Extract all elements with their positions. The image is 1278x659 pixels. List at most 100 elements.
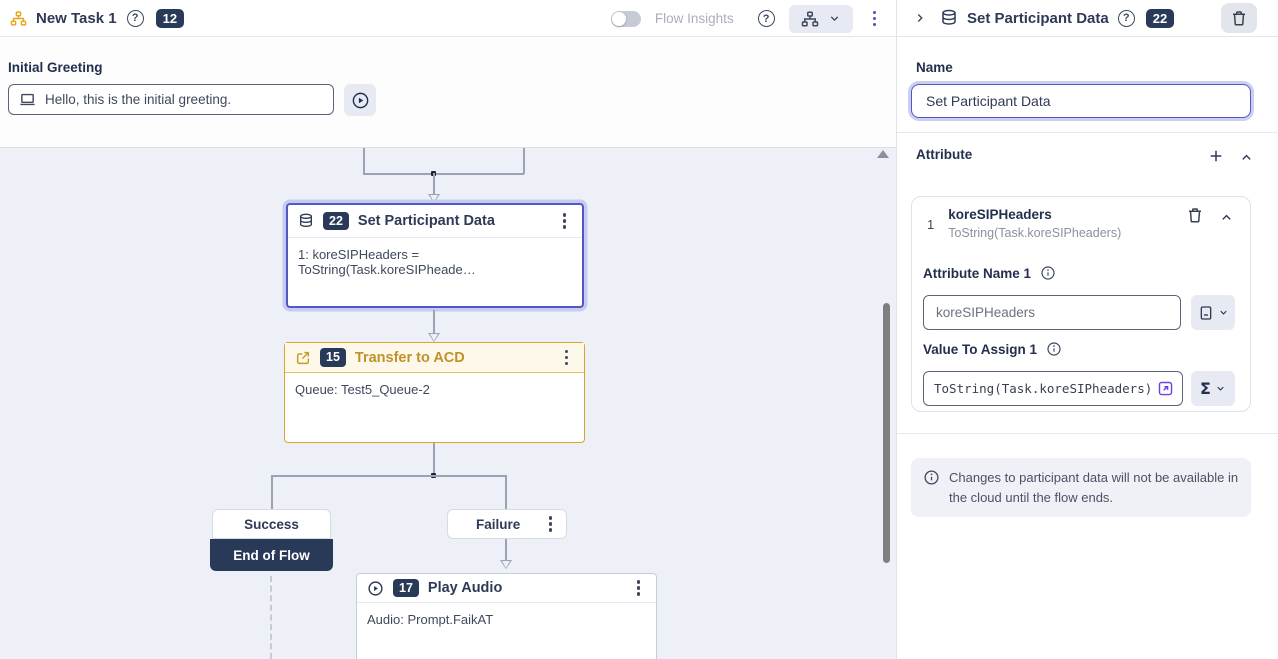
collapse-panel-chevron-icon[interactable]	[913, 11, 927, 25]
panel-title: Set Participant Data	[967, 9, 1109, 27]
task-help-icon[interactable]: ?	[126, 9, 144, 27]
add-attribute-button[interactable]	[1205, 145, 1227, 167]
value-to-assign-label: Value To Assign 1	[923, 341, 1038, 357]
initial-greeting-section: Initial Greeting Hello, this is the init…	[0, 37, 896, 148]
branch-success[interactable]: Success	[212, 509, 331, 539]
node-title: Transfer to ACD	[354, 349, 465, 366]
sigma-icon: Σ	[1200, 379, 1211, 398]
attribute-card: 1 koreSIPHeaders ToString(Task.koreSIPhe…	[911, 196, 1251, 412]
flow-icon	[10, 10, 27, 27]
node-id-badge: 22	[323, 211, 349, 231]
connector-line	[505, 475, 507, 509]
device-icon	[19, 91, 36, 108]
collapse-attribute-chevron-icon[interactable]	[1217, 208, 1236, 227]
node-body-text: 1: koreSIPHeaders = ToString(Task.koreSI…	[298, 247, 476, 277]
attribute-index: 1	[927, 217, 935, 232]
document-icon	[1198, 305, 1214, 321]
connector-dashed-line	[270, 576, 272, 659]
end-of-flow-box[interactable]: End of Flow	[210, 539, 333, 571]
chevron-down-icon	[1215, 383, 1226, 394]
attribute-name-label: Attribute Name 1	[923, 265, 1032, 281]
value-to-assign-input[interactable]: ToString(Task.koreSIPheaders)	[923, 371, 1183, 406]
flow-canvas[interactable]: 22 Set Participant Data 1: koreSIPHeader…	[0, 148, 896, 659]
branch-failure[interactable]: Failure	[447, 509, 567, 539]
task-count-badge: 12	[155, 8, 185, 28]
attribute-name-source-button[interactable]	[1191, 295, 1235, 330]
flow-insights-label: Flow Insights	[654, 11, 734, 26]
collapse-section-chevron-icon[interactable]	[1237, 148, 1256, 167]
node-transfer-to-acd[interactable]: 15 Transfer to ACD Queue: Test5_Queue-2	[284, 342, 585, 443]
node-id-badge: 17	[393, 578, 419, 598]
branch-label: Success	[244, 516, 299, 532]
database-icon	[298, 213, 314, 229]
arrow-down-icon	[428, 333, 440, 342]
info-icon[interactable]	[1040, 265, 1056, 281]
layout-view-button[interactable]	[788, 4, 853, 33]
connector-line	[505, 539, 507, 560]
participant-data-note: Changes to participant data will not be …	[911, 458, 1251, 517]
attribute-name-title: koreSIPHeaders	[948, 207, 1052, 222]
initial-greeting-text: Hello, this is the initial greeting.	[45, 92, 232, 107]
play-circle-icon	[367, 580, 384, 597]
play-greeting-button[interactable]	[344, 84, 376, 116]
top-bar: New Task 1 ? 12 Flow Insights ?	[0, 0, 896, 37]
node-more-menu-button[interactable]	[559, 346, 574, 369]
expression-type-button[interactable]: Σ	[1191, 371, 1235, 406]
attribute-name-input[interactable]	[923, 295, 1181, 330]
attribute-name-label-row: Attribute Name 1	[923, 265, 1056, 281]
delete-node-button[interactable]	[1221, 3, 1257, 33]
value-to-assign-label-row: Value To Assign 1	[923, 341, 1062, 357]
name-label: Name	[916, 60, 953, 75]
chevron-down-icon	[1218, 307, 1229, 318]
database-icon	[940, 9, 958, 27]
node-header: 15 Transfer to ACD	[285, 343, 584, 373]
arrow-down-icon	[428, 194, 440, 203]
connector-line	[433, 173, 435, 194]
node-more-menu-button[interactable]	[631, 576, 646, 599]
info-icon	[923, 469, 940, 507]
end-of-flow-label: End of Flow	[233, 547, 310, 563]
branch-more-menu-button[interactable]	[543, 512, 558, 535]
attribute-section-label: Attribute	[916, 147, 973, 162]
info-icon[interactable]	[1046, 341, 1062, 357]
initial-greeting-label: Initial Greeting	[8, 60, 103, 75]
note-text: Changes to participant data will not be …	[949, 470, 1239, 505]
node-play-audio[interactable]: 17 Play Audio Audio: Prompt.FaikAT	[356, 573, 657, 659]
node-body-text: Queue: Test5_Queue-2	[295, 382, 430, 397]
node-id-badge: 15	[320, 348, 346, 367]
node-header: 17 Play Audio	[357, 574, 656, 603]
panel-header: Set Participant Data ? 22	[897, 0, 1278, 37]
connector-line	[271, 475, 506, 477]
scrollbar-up-arrow[interactable]	[877, 150, 889, 158]
toggle-knob	[611, 11, 626, 26]
attribute-subtitle: ToString(Task.koreSIPheaders)	[948, 226, 1122, 240]
panel-help-icon[interactable]: ?	[1117, 9, 1135, 27]
canvas-toolbar: Flow Insights ?	[610, 0, 882, 37]
node-header: 22 Set Participant Data	[288, 205, 582, 238]
name-input[interactable]	[911, 84, 1251, 118]
delete-attribute-button[interactable]	[1184, 204, 1206, 226]
section-divider	[897, 433, 1278, 434]
connector-line	[271, 475, 273, 509]
flow-insights-help-icon[interactable]: ?	[757, 10, 775, 27]
node-set-participant-data[interactable]: 22 Set Participant Data 1: koreSIPHeader…	[286, 203, 584, 308]
connector-line	[523, 148, 525, 174]
flow-insights-toggle[interactable]	[610, 10, 641, 27]
scrollbar-thumb[interactable]	[883, 303, 890, 563]
connector-line	[433, 443, 435, 475]
node-title: Play Audio	[427, 580, 503, 596]
expand-expression-icon[interactable]	[1157, 380, 1174, 397]
panel-node-badge: 22	[1145, 8, 1175, 28]
sitemap-icon	[801, 10, 819, 28]
initial-greeting-field[interactable]: Hello, this is the initial greeting.	[8, 84, 334, 115]
task-title: New Task 1	[36, 9, 117, 27]
value-expression-text: ToString(Task.koreSIPheaders)	[934, 381, 1151, 396]
canvas-more-menu-button[interactable]	[867, 7, 882, 30]
connector-line	[433, 310, 435, 334]
branch-label: Failure	[476, 516, 521, 532]
node-more-menu-button[interactable]	[557, 209, 572, 232]
node-title: Set Participant Data	[357, 213, 495, 229]
attribute-card-header: 1 koreSIPHeaders ToString(Task.koreSIPhe…	[912, 207, 1250, 240]
connector-line	[363, 148, 365, 174]
